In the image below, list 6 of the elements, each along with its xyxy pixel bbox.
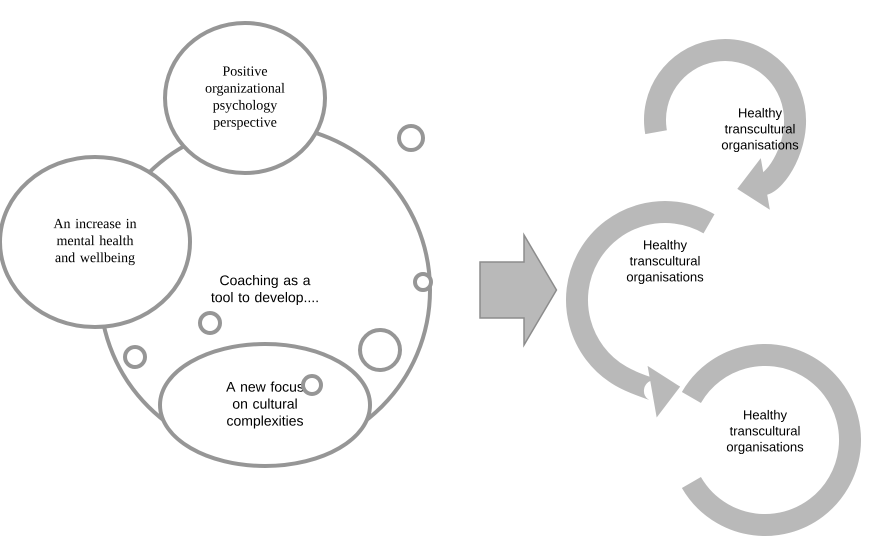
node-label: Healthy transcultural organisations — [722, 108, 798, 152]
ellipse-bubble: Positive organizational psychology perspective — [163, 21, 327, 175]
node-label: Healthy transcultural organisations — [626, 240, 704, 284]
ellipse-bubble: An increase in mental health and wellbeing — [0, 155, 192, 329]
ellipse-bubble: A new focus on cultural complexities — [158, 342, 372, 468]
block-arrow — [479, 232, 558, 348]
